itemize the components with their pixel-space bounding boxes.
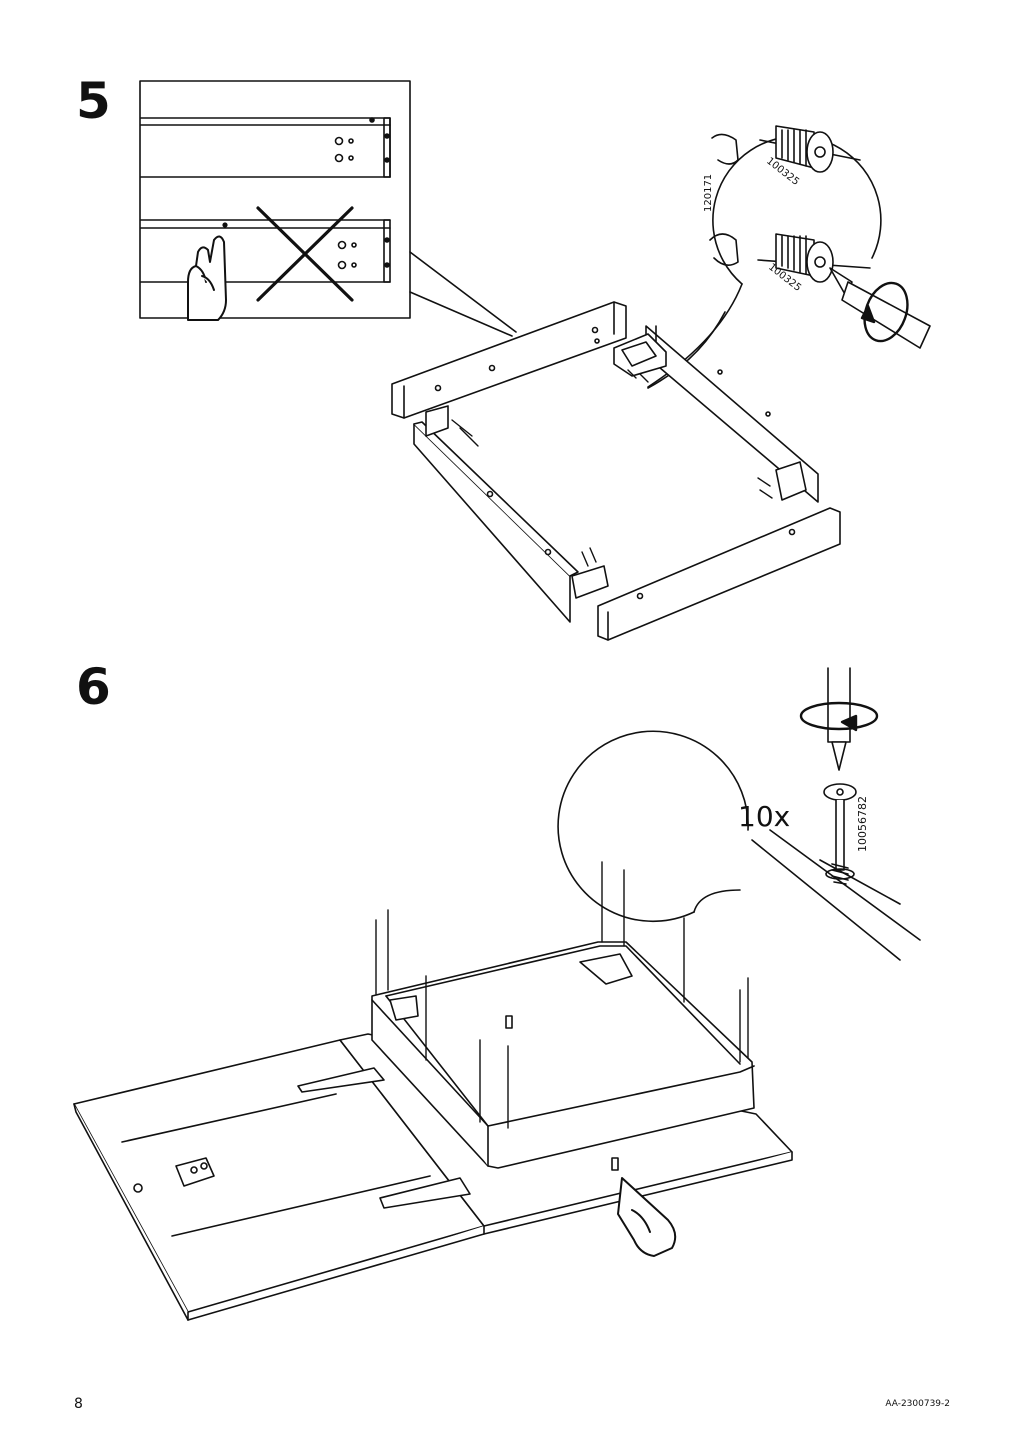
rotate-arrow-icon <box>799 701 879 732</box>
document-code: AA-2300739-2 <box>885 1399 950 1409</box>
part-code-10056782: 10056782 <box>856 796 869 852</box>
cam-screw-top <box>775 125 834 173</box>
pointing-hand-icon <box>617 1177 677 1257</box>
rotate-arrow-icon <box>860 281 909 343</box>
cross-mark-icon <box>256 206 354 302</box>
correct-rail <box>140 117 391 178</box>
screwdriver-icon <box>829 267 931 349</box>
part-code-120171: 120171 <box>703 174 714 212</box>
step-5-inset-panel <box>139 80 411 321</box>
board-assembly-step6 <box>73 861 793 1321</box>
pointing-hand-icon <box>187 235 227 321</box>
quantity-label: 10x <box>738 800 790 833</box>
cam-screw-magnifier <box>647 125 931 389</box>
incorrect-rail <box>140 219 391 283</box>
step-5-number: 5 <box>76 72 111 130</box>
page-number: 8 <box>74 1396 83 1412</box>
frame-assembly-step5 <box>391 301 841 641</box>
step-6-number: 6 <box>76 658 111 716</box>
frame-screw <box>823 783 857 885</box>
step-6-screw-detail <box>557 667 921 961</box>
cam-screw-bottom <box>775 233 834 283</box>
